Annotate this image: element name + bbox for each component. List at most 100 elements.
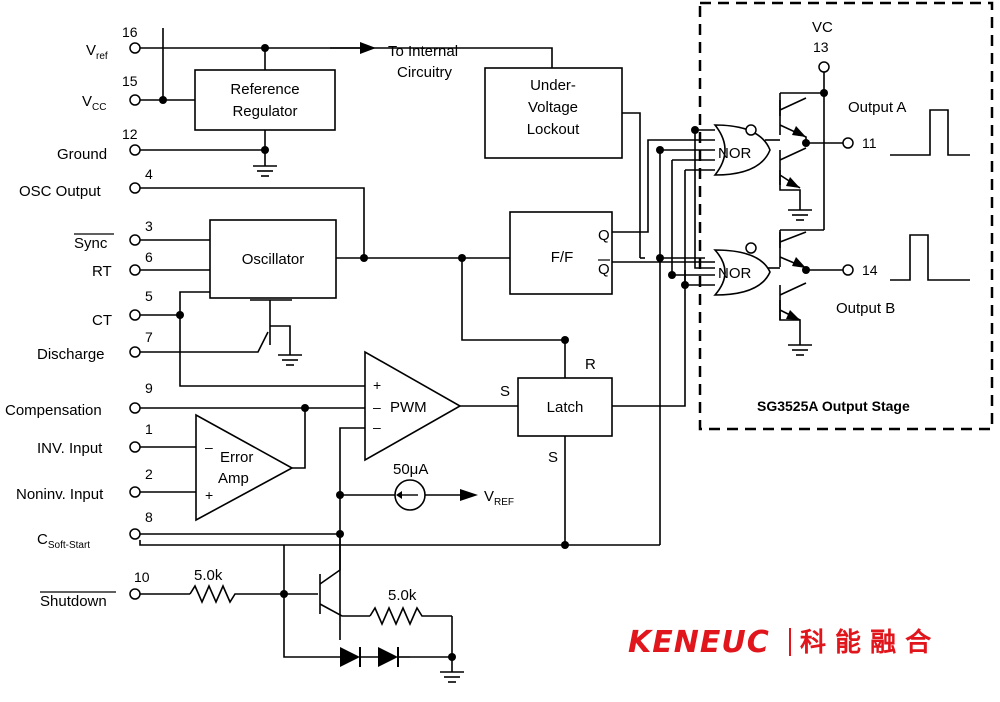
ff-qbar-label: Q [598, 261, 610, 278]
pin-shutdown-terminal [129, 588, 141, 600]
arrow-to-internal-head [360, 42, 376, 54]
pin-vc-label: VC [812, 19, 833, 36]
wire-clock-to-latch [461, 258, 565, 341]
pin-noninv-input-label: Noninv. Input [16, 486, 104, 503]
output-transistor-a-high [779, 97, 807, 143]
reference-regulator-line1: Reference [230, 81, 299, 98]
wire-q-to-nor-a [612, 139, 715, 233]
logo-cjk-text: 科 能 融 合 [800, 627, 932, 658]
wire-uvlo-nor-b [694, 130, 715, 269]
block-oscillator: Oscillator [209, 219, 337, 299]
keneuc-logo: KENEUC 科 能 融 合 [628, 625, 932, 660]
wire-latch-s-bottom [139, 436, 566, 546]
pin-inv-input-terminal [129, 441, 141, 453]
pin-inv-input-label: INV. Input [37, 440, 103, 457]
latch-s2-label: S [548, 449, 558, 466]
junction-dot [336, 491, 344, 499]
pin-ground-number: 12 [122, 126, 138, 142]
junction-dot [301, 404, 309, 412]
block-flip-flop: F/F Q Q [509, 211, 613, 295]
block-error-amp: Error Amp – + [195, 413, 294, 522]
pin-shutdown-number: 10 [134, 569, 150, 585]
pin-ct-terminal [129, 309, 141, 321]
shutdown-transistor-emitter [319, 603, 370, 617]
pin-sync-terminal [129, 234, 141, 246]
junction-dot [561, 336, 569, 344]
svg-text:5.0k: 5.0k [194, 567, 223, 584]
wire-out-b-emitter [779, 300, 801, 345]
pin-rt-terminal [129, 264, 141, 276]
pin-rt-label: RT [92, 263, 112, 280]
svg-text:+: + [373, 377, 381, 393]
pin-soft-start-label: CSoft-Start [37, 531, 90, 551]
svg-text:NOR: NOR [718, 265, 752, 282]
wire-discharge [140, 331, 269, 353]
ground-icon [788, 209, 812, 221]
pin-compensation-label: Compensation [5, 402, 102, 419]
wire-ct-to-pwm [179, 315, 365, 387]
svg-text:Lockout: Lockout [527, 121, 580, 138]
junction-dot [336, 530, 344, 538]
pin-vcc-terminal [129, 94, 141, 106]
pin-vc-number: 13 [813, 39, 829, 55]
output-stage-title: SG3525A Output Stage [757, 398, 910, 414]
junction-dot [448, 653, 456, 661]
block-latch: Latch R S S [500, 356, 613, 466]
block-reference-regulator: Reference Regulator [194, 69, 336, 131]
junction-dot [261, 44, 269, 52]
junction-dot [561, 541, 569, 549]
arrow-vref-head [460, 489, 478, 501]
svg-text:Error: Error [220, 449, 253, 466]
reference-regulator-line2: Regulator [232, 103, 297, 120]
pin-discharge-terminal [129, 346, 141, 358]
wire-uvlo [622, 112, 641, 258]
svg-text:–: – [373, 419, 381, 435]
nor-gate-a: NOR [713, 124, 771, 176]
pin-sync-label: Sync [74, 235, 108, 252]
output-a-waveform [890, 109, 970, 156]
output-stage-boundary [698, 1, 994, 431]
pin-discharge-number: 7 [145, 329, 153, 345]
pin-vref-label: Vref [86, 42, 108, 62]
pin-compensation-number: 9 [145, 380, 153, 396]
pin-out-b-number: 14 [862, 262, 878, 278]
block-pwm-comparator: PWM + – – [364, 350, 462, 462]
pin-vc-terminal [818, 61, 830, 73]
svg-text:Amp: Amp [218, 470, 249, 487]
pin-out-a-terminal [842, 137, 854, 149]
pin-terminals [129, 42, 854, 600]
pin-labels: Vref 16 VCC 15 Ground 12 OSC Output 4 Sy… [5, 24, 153, 610]
pin-osc-output-number: 4 [145, 166, 153, 182]
latch-s-label: S [500, 383, 510, 400]
output-transistor-a-low [779, 147, 807, 189]
wire-latch-out [612, 270, 686, 407]
junction-dot [458, 254, 466, 262]
nor-gate-b: NOR [713, 242, 771, 296]
pin-out-a-number: 11 [862, 135, 877, 151]
resistor-emitter: 5.0k [369, 587, 425, 626]
pin-discharge-label: Discharge [37, 346, 105, 363]
junction-dot [656, 254, 664, 262]
output-a-label: Output A [848, 99, 906, 116]
output-transistor-b-high [779, 231, 807, 269]
wire-ct [140, 291, 210, 316]
ground-icon [440, 671, 464, 683]
pin-ground-terminal [129, 144, 141, 156]
arrows [330, 42, 478, 501]
junction-dot [681, 281, 689, 289]
svg-text:–: – [205, 439, 213, 455]
junction-dot [656, 146, 664, 154]
svg-text:Oscillator: Oscillator [242, 251, 305, 268]
pin-inv-input-number: 1 [145, 421, 153, 437]
svg-text:5.0k: 5.0k [388, 587, 417, 604]
junction-dot [159, 96, 167, 104]
block-undervoltage-lockout: Under- Voltage Lockout [484, 67, 623, 159]
output-b-waveform [890, 234, 970, 281]
shutdown-transistor-collector [319, 534, 341, 585]
pin-noninv-input-number: 2 [145, 466, 153, 482]
junction-dot [261, 146, 269, 154]
wire-osc-output [140, 187, 365, 258]
svg-text:Circuitry: Circuitry [397, 64, 452, 81]
pin-ct-number: 5 [145, 288, 153, 304]
